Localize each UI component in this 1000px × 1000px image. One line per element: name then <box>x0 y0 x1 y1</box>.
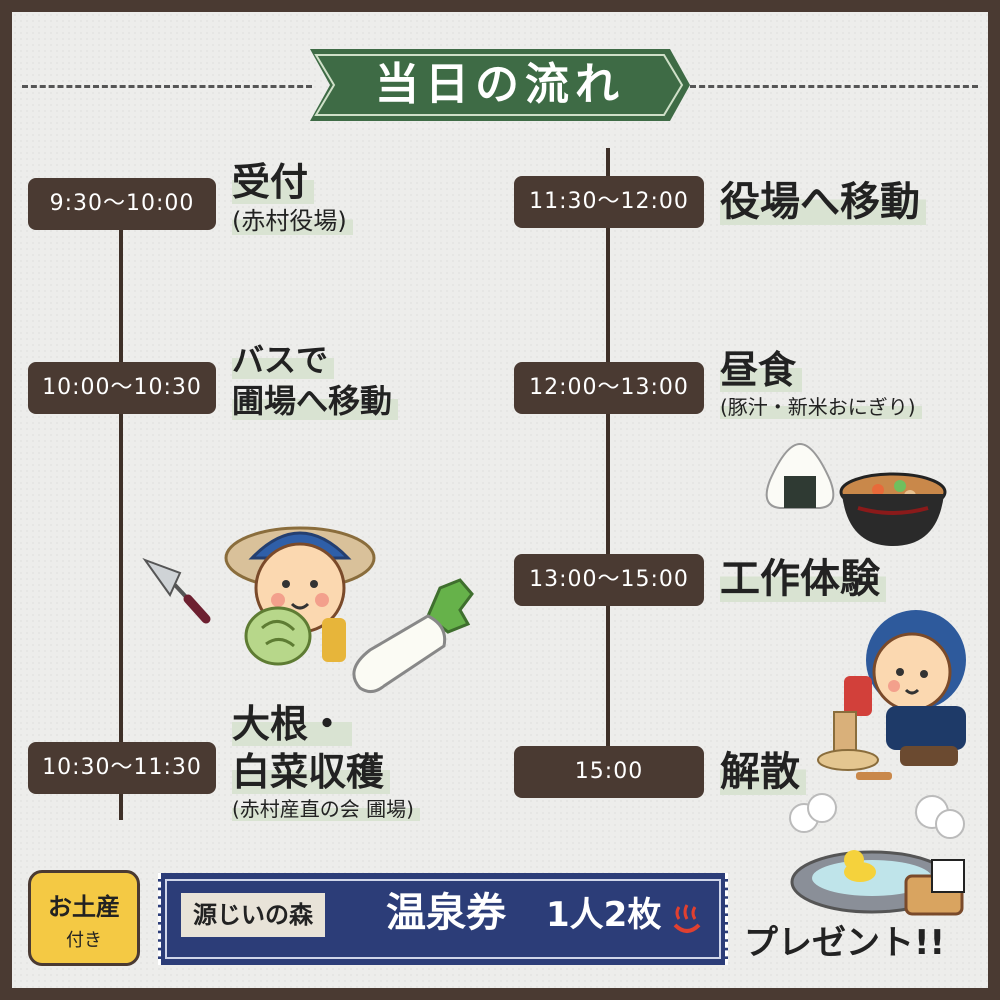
event-title-line1: 大根・ <box>232 702 353 746</box>
daikon-icon <box>352 578 474 693</box>
ticket-place: 源じいの森 <box>181 893 325 937</box>
onsen-ticket-banner: 源じいの森 温泉券 1人2枚 <box>158 873 728 965</box>
tonjiru-bowl-icon <box>839 472 947 546</box>
timeline-line-right <box>606 148 610 768</box>
event-title-line2: 白菜収穫 <box>232 750 391 794</box>
page-title: 当日の流れ <box>375 59 625 110</box>
timeline-line-left <box>119 210 123 820</box>
event-lunch: 昼食 (豚汁・新米おにぎり) <box>720 346 922 420</box>
time-pill-6: 13:00〜15:00 <box>514 554 704 606</box>
event-title: 昼食 <box>720 348 803 392</box>
time-pill-1: 9:30〜10:00 <box>28 178 216 230</box>
event-title: 役場へ移動 <box>720 179 926 225</box>
event-craft: 工作体験 <box>720 555 886 603</box>
title-banner: 当日の流れ <box>310 45 690 125</box>
title-divider-left <box>22 85 312 88</box>
time-pill-5: 12:00〜13:00 <box>514 362 704 414</box>
event-dismissal: 解散 <box>720 748 806 796</box>
event-move-to-office: 役場へ移動 <box>720 178 926 226</box>
event-title-line2: 圃場へ移動 <box>232 382 399 420</box>
ticket-border <box>165 879 721 959</box>
event-title: 解散 <box>720 749 806 795</box>
trowel-icon <box>142 557 211 624</box>
title-divider-right <box>690 85 978 88</box>
souvenir-badge: お土産 付き <box>28 870 140 966</box>
ticket-count: 1人2枚 <box>546 895 662 935</box>
onigiri-icon <box>765 442 835 509</box>
event-title: 受付 <box>232 160 315 204</box>
time-pill-4: 11:30〜12:00 <box>514 176 704 228</box>
event-bus-to-field: バスで 圃場へ移動 <box>232 340 399 422</box>
souvenir-label: お土産 <box>48 893 120 921</box>
ticket-onsen-label: 温泉券 <box>386 890 506 936</box>
event-reception: 受付 (赤村役場) <box>232 158 353 236</box>
event-title: 工作体験 <box>720 556 886 602</box>
farmer-with-cabbage-icon <box>224 526 376 666</box>
time-pill-7: 15:00 <box>514 746 704 798</box>
souvenir-sublabel: 付き <box>66 930 102 951</box>
woodworking-child-icon <box>817 610 966 780</box>
time-pill-3: 10:30〜11:30 <box>28 742 216 794</box>
hot-spring-icon <box>789 793 965 916</box>
event-harvest: 大根・ 白菜収穫 (赤村産直の会 圃場) <box>232 700 420 822</box>
present-text: プレゼント!! <box>744 923 946 963</box>
time-pill-2: 10:00〜10:30 <box>28 362 216 414</box>
event-sub: (赤村役場) <box>232 207 353 235</box>
event-title-line1: バスで <box>232 341 335 379</box>
event-sub: (赤村産直の会 圃場) <box>232 797 420 821</box>
onsen-symbol-icon <box>673 904 701 933</box>
event-sub: (豚汁・新米おにぎり) <box>720 395 922 419</box>
